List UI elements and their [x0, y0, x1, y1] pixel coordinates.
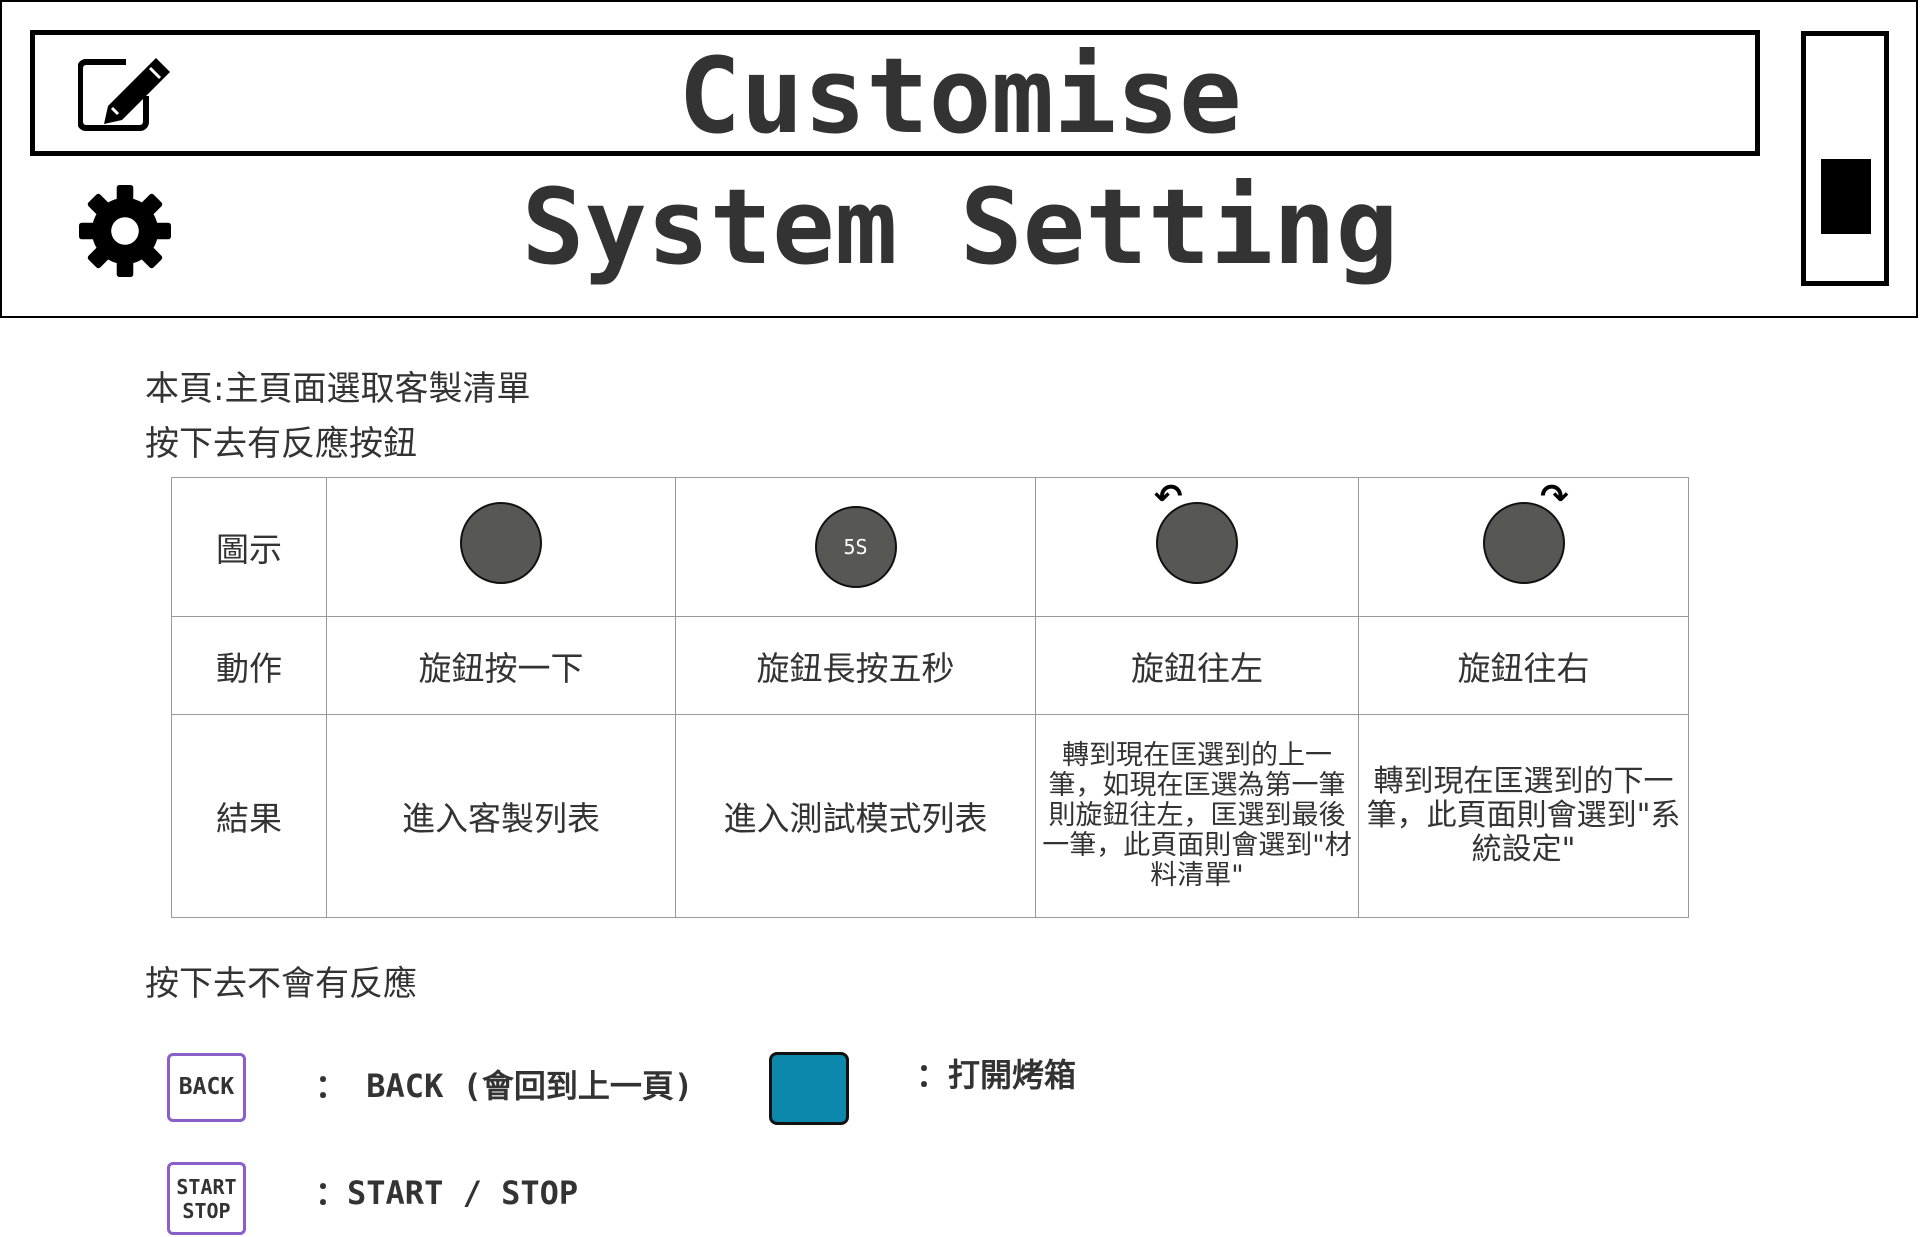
gear-icon: [79, 185, 171, 277]
cell-knob-press: [326, 477, 676, 617]
knob-5s-icon: 5S: [814, 506, 897, 588]
result-rotate-left: 轉到現在匡選到的上一筆，如現在匡選為第一筆則旋鈕往左，匡選到最後一筆，此頁面則會…: [1035, 714, 1359, 918]
cell-knob-right: ↷: [1358, 477, 1689, 617]
responsive-heading: 按下去有反應按鈕: [145, 424, 417, 464]
knob-rotate-left-icon: [1156, 502, 1238, 584]
oven-key-icon: [769, 1052, 849, 1125]
menu-item-system-setting[interactable]: System Setting: [521, 166, 1399, 288]
edit-icon: [78, 58, 170, 131]
scrollbar-thumb: [1821, 159, 1871, 234]
menu-item-customise[interactable]: Customise: [678, 35, 1242, 157]
screen-mockup: [0, 0, 1918, 318]
knob-rotate-right-wrapper: ↷: [1482, 480, 1569, 592]
table-row-icons: 圖示 5S ↶ ↷: [171, 477, 1689, 617]
result-long-press: 進入測試模式列表: [675, 714, 1036, 918]
start-key-line: START: [176, 1175, 237, 1199]
action-long-press: 旋鈕長按五秒: [675, 616, 1036, 715]
table-row-results: 結果 進入客製列表 進入測試模式列表 轉到現在匡選到的上一筆，如現在匡選為第一筆…: [171, 714, 1689, 918]
unresponsive-heading: 按下去不會有反應: [145, 964, 417, 1004]
oven-description: ：打開烤箱: [916, 1056, 1077, 1094]
scrollbar-track: [1801, 31, 1889, 286]
knob-action-table: 圖示 5S ↶ ↷ 動作 旋鈕按一下 旋鈕長按五秒 旋鈕往左 旋鈕往右 結果 進…: [171, 477, 1689, 918]
action-press: 旋鈕按一下: [326, 616, 676, 715]
rotate-right-arrow-icon: ↷: [1540, 477, 1569, 517]
knob-rotate-right-icon: [1482, 502, 1565, 584]
table-row-actions: 動作 旋鈕按一下 旋鈕長按五秒 旋鈕往左 旋鈕往右: [171, 616, 1689, 715]
knob-icon: [460, 502, 542, 584]
row-header-icon: 圖示: [171, 477, 327, 617]
menu-selection-box: [30, 30, 1760, 156]
start-stop-description: ：START / STOP: [315, 1174, 579, 1212]
rotate-left-arrow-icon: ↶: [1154, 477, 1183, 517]
back-key-icon: BACK: [167, 1053, 246, 1122]
row-header-action: 動作: [171, 616, 327, 715]
row-header-result: 結果: [171, 714, 327, 918]
cell-knob-left: ↶: [1035, 477, 1359, 617]
knob-rotate-left-wrapper: ↶: [1154, 480, 1238, 592]
result-press: 進入客製列表: [326, 714, 676, 918]
action-rotate-right: 旋鈕往右: [1358, 616, 1689, 715]
cell-knob-long-press: 5S: [675, 477, 1036, 617]
page-note: 本頁:主頁面選取客製清單: [145, 369, 531, 409]
result-rotate-right: 轉到現在匡選到的下一筆，此頁面則會選到"系統設定": [1358, 714, 1689, 918]
back-description: ： BACK (會回到上一頁): [315, 1067, 694, 1105]
action-rotate-left: 旋鈕往左: [1035, 616, 1359, 715]
start-stop-key-icon: START STOP: [167, 1162, 246, 1235]
stop-key-line: STOP: [182, 1199, 231, 1223]
